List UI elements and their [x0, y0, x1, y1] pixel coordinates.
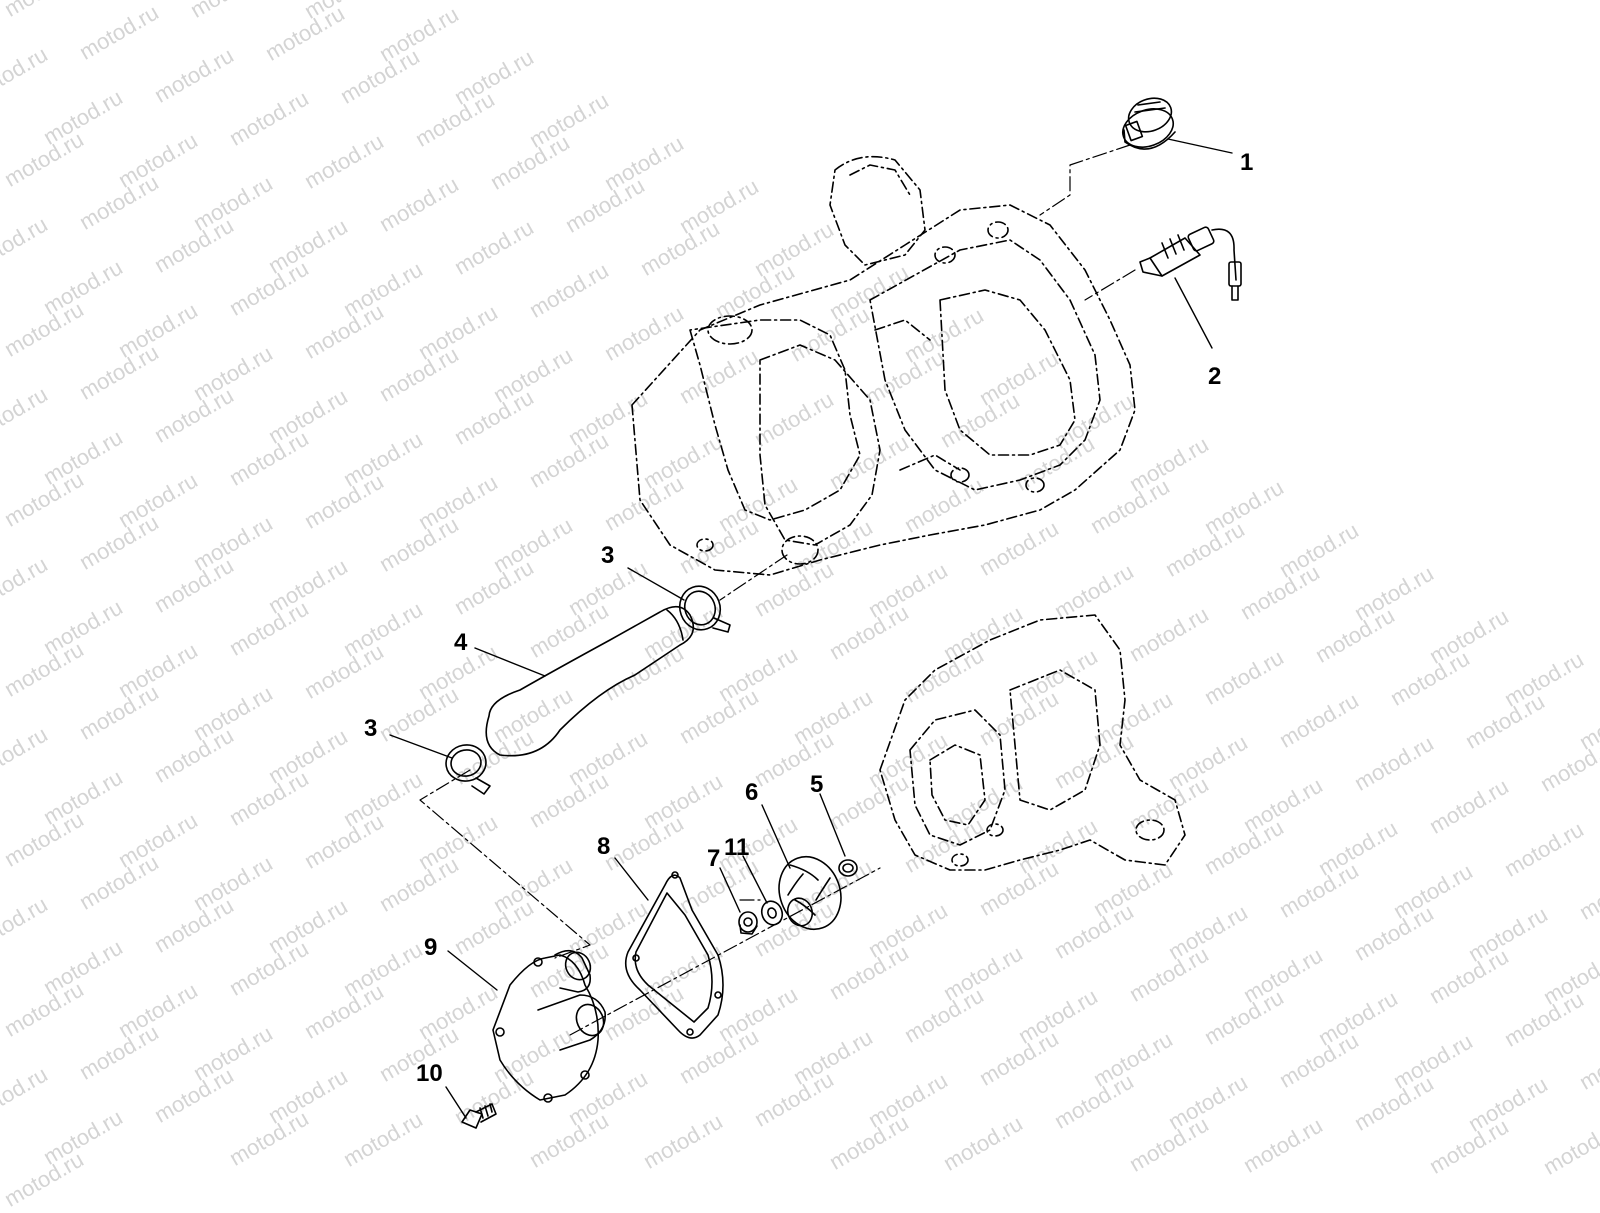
- cylinder-head-outline: [631, 155, 1136, 576]
- hose-clamp-lower-part: [445, 744, 491, 795]
- assembly-center-lines: [419, 144, 1136, 1036]
- callout-9: 9: [424, 934, 437, 961]
- washer-part: [760, 900, 784, 926]
- callout-2: 2: [1208, 363, 1221, 390]
- callout-3-upper: 3: [601, 542, 614, 569]
- callout-7: 7: [707, 845, 720, 872]
- callout-6: 6: [745, 779, 758, 806]
- callout-10: 10: [416, 1060, 443, 1087]
- callout-labels: 1 2 3 3 4 5 6 7 8 9 10 11: [364, 149, 1253, 1087]
- callout-5: 5: [810, 771, 823, 798]
- coolant-hose-part: [485, 605, 695, 757]
- callout-1: 1: [1240, 149, 1253, 176]
- pump-cover-part: [492, 949, 607, 1103]
- callout-4: 4: [454, 629, 468, 656]
- impeller-part: [778, 855, 842, 931]
- crankcase-outline: [879, 614, 1186, 871]
- nut-part: [738, 911, 758, 935]
- callout-8: 8: [597, 833, 610, 860]
- callout-leaders: [389, 138, 1233, 1119]
- gasket-part: [624, 871, 724, 1039]
- hose-clamp-upper-part: [678, 585, 731, 633]
- seal-part: [838, 859, 858, 877]
- temperature-sensor-part: [1139, 226, 1242, 301]
- bolt-part: [461, 1103, 497, 1129]
- thermostat-cap-part: [1122, 97, 1176, 150]
- callout-3-lower: 3: [364, 715, 377, 742]
- callout-11: 11: [724, 834, 749, 861]
